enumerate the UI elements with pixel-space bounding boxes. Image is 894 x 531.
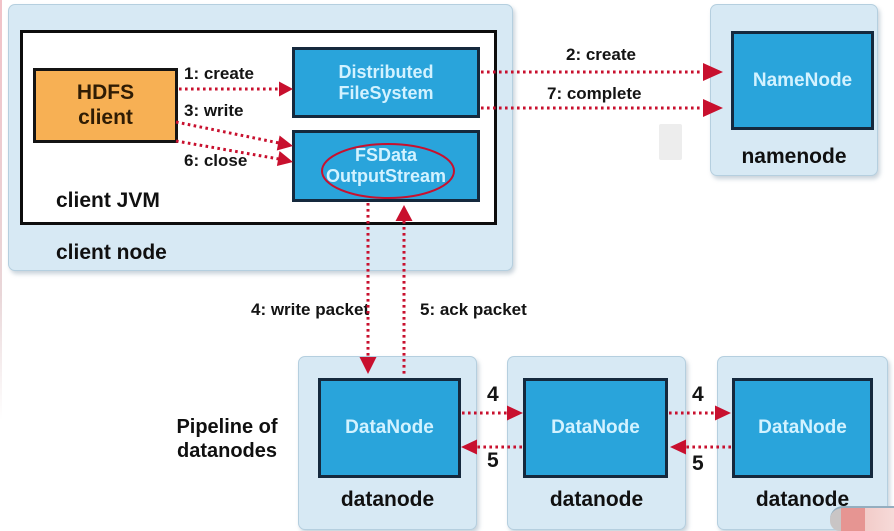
gray-smudge-artifact bbox=[659, 124, 682, 160]
datanode-box-3: DataNode bbox=[732, 378, 873, 478]
distributed-filesystem-box: Distributed FileSystem bbox=[292, 47, 480, 118]
left-edge-artifact bbox=[0, 0, 2, 420]
pipeline-label: Pipeline of datanodes bbox=[176, 416, 278, 462]
hdfs-client-box: HDFS client bbox=[33, 68, 178, 143]
datanode-box-1: DataNode bbox=[318, 378, 461, 478]
label-step7: 7: complete bbox=[547, 84, 642, 103]
datanode-box-2: DataNode bbox=[523, 378, 668, 478]
client-node-label: client node bbox=[56, 241, 167, 264]
datanode-label-2: datanode bbox=[549, 488, 644, 511]
label-dn3-dn2-5: 5 bbox=[692, 452, 704, 475]
label-step5-ack-packet: 5: ack packet bbox=[420, 300, 527, 319]
label-step4-write-packet: 4: write packet bbox=[251, 300, 370, 319]
label-dn2-dn1-5: 5 bbox=[487, 449, 499, 472]
label-step6: 6: close bbox=[184, 151, 248, 170]
client-jvm-label: client JVM bbox=[56, 189, 160, 212]
label-dn1-dn2-4: 4 bbox=[487, 383, 499, 406]
fsdata-outputstream-box: FSData OutputStream bbox=[292, 130, 480, 202]
label-step3: 3: write bbox=[184, 101, 244, 120]
namenode-label: namenode bbox=[741, 145, 847, 168]
label-step2: 2: create bbox=[566, 45, 636, 64]
label-step1: 1: create bbox=[184, 64, 254, 83]
datanode-label-3: datanode bbox=[755, 488, 850, 511]
datanode-label-1: datanode bbox=[340, 488, 435, 511]
label-dn2-dn3-4: 4 bbox=[692, 383, 704, 406]
namenode-box: NameNode bbox=[731, 31, 874, 130]
watermark-artifact bbox=[830, 506, 894, 531]
